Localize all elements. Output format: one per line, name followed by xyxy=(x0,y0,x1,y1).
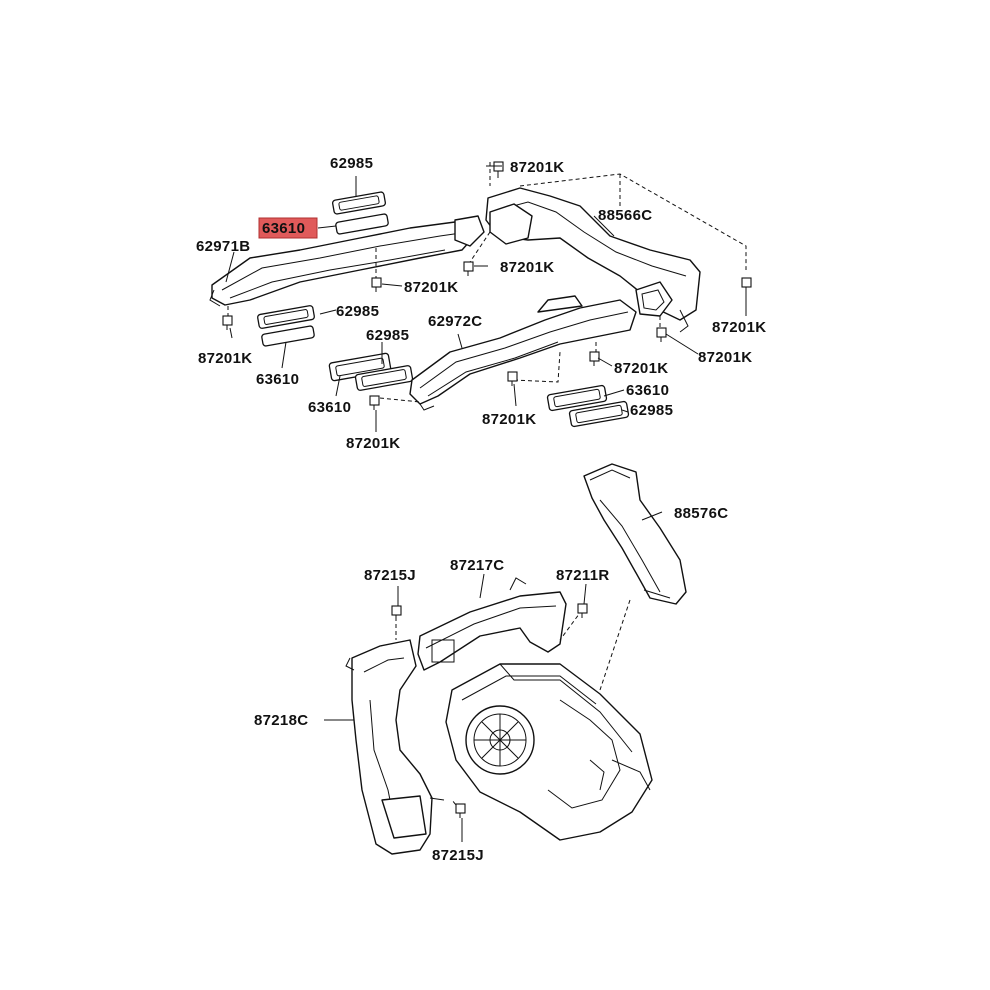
label-63610-highlighted: 63610 xyxy=(262,220,305,237)
duct-88576c xyxy=(583,463,687,605)
duct-87218c xyxy=(345,639,445,855)
highlight-box xyxy=(258,217,318,239)
bolt-icon xyxy=(391,605,402,620)
label-87201k: 87201K xyxy=(712,319,766,336)
label-88576c: 88576C xyxy=(674,505,728,522)
label-87218c: 87218C xyxy=(254,712,308,729)
bolt-icon xyxy=(507,371,518,386)
leader-lines xyxy=(225,165,747,842)
label-87201k: 87201K xyxy=(510,159,564,176)
bolt-icon xyxy=(371,277,382,292)
label-62985: 62985 xyxy=(366,327,409,344)
label-87201k: 87201K xyxy=(614,360,668,377)
label-87201k: 87201K xyxy=(698,349,752,366)
pad-63610-top xyxy=(335,213,389,235)
label-62972c: 62972C xyxy=(428,313,482,330)
bolt-icon xyxy=(493,161,504,178)
label-62985: 62985 xyxy=(336,303,379,320)
label-87217c: 87217C xyxy=(450,557,504,574)
pad-62985-center xyxy=(354,365,414,391)
bolt-icon xyxy=(369,395,380,410)
pad-62985-left xyxy=(257,305,315,329)
part-labels: 62985 63610 62971B 87201K 87201K 62985 8… xyxy=(196,155,766,864)
bolt-icon xyxy=(463,261,474,276)
pad-63610-left xyxy=(261,325,315,347)
duct-62971b xyxy=(209,215,485,307)
label-62971b: 62971B xyxy=(196,238,250,255)
label-87211r: 87211R xyxy=(556,567,610,584)
bolt-icon xyxy=(455,803,466,818)
label-63610: 63610 xyxy=(626,382,669,399)
blower-unit xyxy=(445,663,653,841)
label-87215j: 87215J xyxy=(364,567,416,584)
pad-62985-top xyxy=(332,191,386,215)
duct-87217c xyxy=(417,577,567,671)
label-87201k: 87201K xyxy=(198,350,252,367)
label-62985: 62985 xyxy=(630,402,673,419)
duct-62972c xyxy=(409,295,637,411)
bolt-icon xyxy=(222,315,233,330)
bolt-icon xyxy=(577,603,588,618)
label-63610: 63610 xyxy=(256,371,299,388)
pad-62985-right xyxy=(568,400,630,428)
bolt-icon xyxy=(589,351,600,366)
bolt-icon xyxy=(741,277,752,294)
pad-63610-right xyxy=(546,384,608,412)
label-63610: 63610 xyxy=(308,399,351,416)
label-87201k: 87201K xyxy=(404,279,458,296)
label-87201k: 87201K xyxy=(482,411,536,428)
label-62985: 62985 xyxy=(330,155,373,172)
label-87201k: 87201K xyxy=(346,435,400,452)
label-87201k: 87201K xyxy=(500,259,554,276)
bolt-icon xyxy=(656,327,667,342)
label-88566c: 88566C xyxy=(598,207,652,224)
label-87215j: 87215J xyxy=(432,847,484,864)
